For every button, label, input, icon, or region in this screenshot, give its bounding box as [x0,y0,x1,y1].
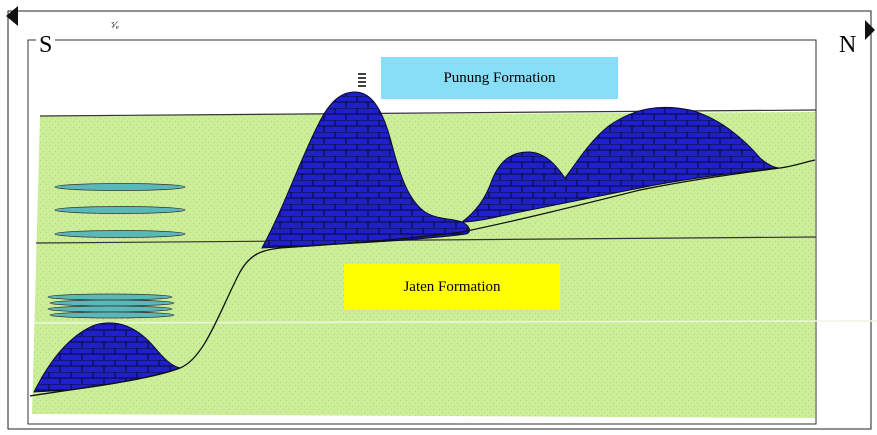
basin-margin-curve [29,159,816,397]
south-label: S [36,33,56,57]
punung-formation-label: Punung Formation [381,57,618,99]
peak-tick-marks [358,73,366,87]
thin-lenses-upper [54,183,186,238]
inner-frame [27,39,817,425]
north-label: N [836,33,860,57]
small-mark: ᶾ⁄ₑ [111,19,119,31]
outer-frame [7,10,872,430]
arrow-right-icon[interactable] [865,20,875,40]
middle-boundary-line [35,236,817,244]
arrow-left-icon[interactable] [6,6,18,26]
carbonate-mound-large [261,91,470,249]
jaten-formation-label: Jaten Formation [344,264,560,310]
thin-lenses-stacked [47,293,175,319]
carbonate-ridge [460,106,781,223]
lower-faint-line [33,320,877,324]
